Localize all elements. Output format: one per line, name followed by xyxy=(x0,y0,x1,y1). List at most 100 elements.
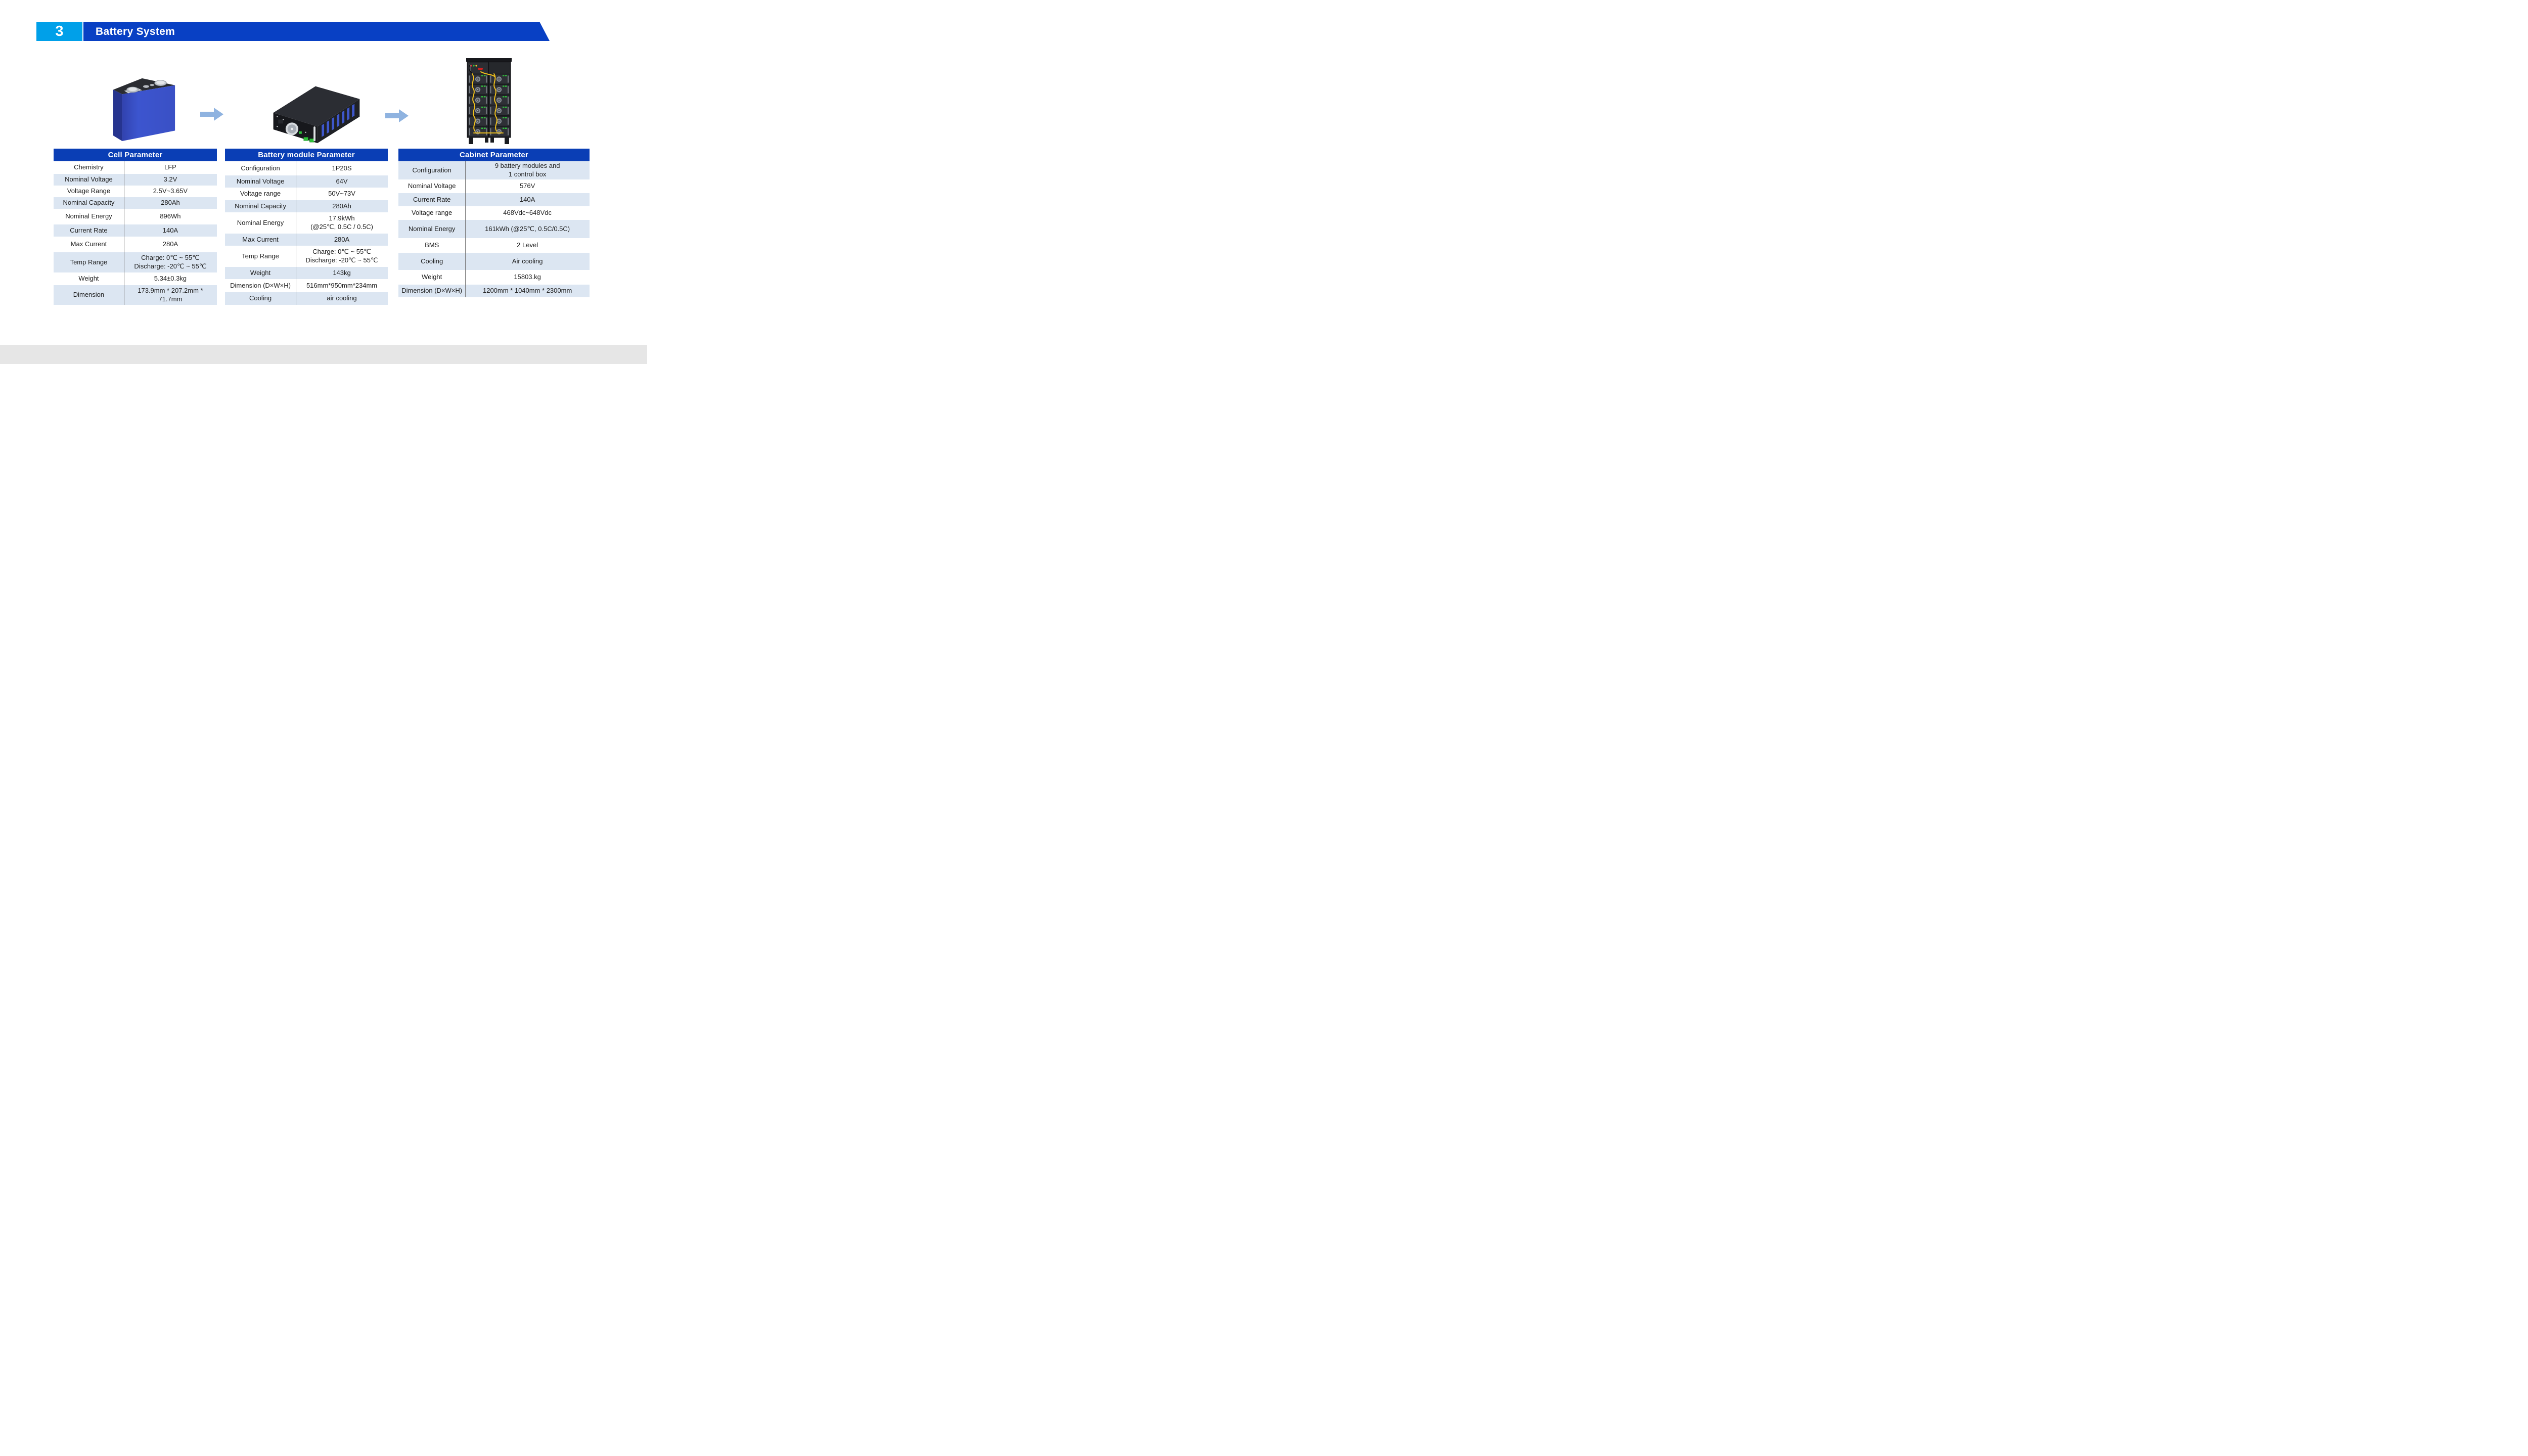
row-label: Nominal Voltage xyxy=(408,182,456,190)
table-row: BMS 2 Level xyxy=(398,238,590,253)
row-label: Voltage range xyxy=(240,190,281,198)
row-value: Charge: 0℃ ~ 55℃ Discharge: -20℃ ~ 55℃ xyxy=(305,248,378,264)
row-label: Nominal Capacity xyxy=(235,202,286,210)
table-title: Cell Parameter xyxy=(54,149,217,161)
row-label: Nominal Voltage xyxy=(65,175,113,184)
row-label: Nominal Energy xyxy=(237,218,284,226)
cell-parameter-table: Cell Parameter Chemistry LFP Nominal Vol… xyxy=(54,149,217,305)
row-value: 280A xyxy=(334,235,350,243)
table-row: Dimension (D×W×H) 516mm*950mm*234mm xyxy=(225,279,388,292)
section-number-badge: 3 xyxy=(36,22,82,41)
cabinet-parameter-table: Cabinet Parameter Configuration 9 batter… xyxy=(398,149,590,297)
row-label: Nominal Capacity xyxy=(63,199,115,207)
table-row: Weight 5.34±0.3kg xyxy=(54,272,217,285)
header-banner: Battery System xyxy=(83,22,550,41)
table-row: Cooling Air cooling xyxy=(398,253,590,270)
table-title: Battery module Parameter xyxy=(225,149,388,161)
row-value: 1P20S xyxy=(332,164,352,172)
row-value: 280A xyxy=(162,240,178,248)
footer-bar xyxy=(0,345,647,364)
row-value: 2 Level xyxy=(517,241,538,249)
table-row: Current Rate 140A xyxy=(398,193,590,206)
table-row: Cooling air cooling xyxy=(225,292,388,305)
table-body: Configuration 1P20S Nominal Voltage 64V … xyxy=(225,161,388,305)
battery-cabinet-image xyxy=(466,58,512,144)
flow-arrow-icon xyxy=(385,109,409,122)
row-label: Nominal Voltage xyxy=(236,177,285,185)
table-row: Nominal Voltage 64V xyxy=(225,175,388,188)
row-label: Weight xyxy=(422,273,442,281)
row-value: 2.5V~3.65V xyxy=(153,187,188,195)
table-row: Temp Range Charge: 0℃ ~ 55℃ Discharge: -… xyxy=(54,252,217,272)
row-label: Cooling xyxy=(249,294,272,302)
table-body: Chemistry LFP Nominal Voltage 3.2V Volta… xyxy=(54,161,217,305)
row-value: 143kg xyxy=(333,268,351,277)
row-label: Max Current xyxy=(70,240,107,248)
row-label: Temp Range xyxy=(70,258,108,266)
row-label: Configuration xyxy=(412,166,452,174)
table-row: Nominal Energy 896Wh xyxy=(54,209,217,224)
battery-cell-image xyxy=(113,78,175,142)
row-label: Configuration xyxy=(241,164,280,172)
table-row: Nominal Capacity 280Ah xyxy=(225,200,388,212)
row-value: 173.9mm * 207.2mm * 71.7mm xyxy=(138,286,203,303)
table-row: Chemistry LFP xyxy=(54,161,217,174)
table-row: Nominal Voltage 3.2V xyxy=(54,174,217,186)
row-value: 280Ah xyxy=(161,199,180,207)
row-value: 3.2V xyxy=(163,175,177,184)
row-label: Voltage range xyxy=(412,209,453,217)
flow-arrow-icon xyxy=(200,108,223,121)
table-row: Configuration 9 battery modules and 1 co… xyxy=(398,161,590,179)
row-value: 516mm*950mm*234mm xyxy=(306,281,378,289)
row-label: Temp Range xyxy=(242,252,279,260)
row-label: Chemistry xyxy=(74,163,104,171)
row-value: air cooling xyxy=(327,294,357,302)
table-row: Nominal Capacity 280Ah xyxy=(54,197,217,209)
row-label: Weight xyxy=(250,268,271,277)
row-value: 15803.kg xyxy=(514,273,541,281)
row-value: Charge: 0℃ ~ 55℃ Discharge: -20℃ ~ 55℃ xyxy=(134,254,207,270)
table-row: Nominal Voltage 576V xyxy=(398,179,590,193)
row-label: Dimension (D×W×H) xyxy=(230,281,291,289)
row-label: Weight xyxy=(78,275,99,283)
row-label: Current Rate xyxy=(413,195,451,203)
slide-page: 3 Battery System xyxy=(0,0,647,364)
row-value: 896Wh xyxy=(160,212,181,220)
table-row: Weight 143kg xyxy=(225,267,388,279)
table-row: Max Current 280A xyxy=(225,234,388,246)
row-value: 280Ah xyxy=(332,202,351,210)
battery-module-image xyxy=(273,86,360,144)
row-value: 576V xyxy=(519,182,535,190)
row-label: Nominal Energy xyxy=(408,224,456,233)
row-value: LFP xyxy=(164,163,176,171)
table-row: Dimension (D×W×H) 1200mm * 1040mm * 2300… xyxy=(398,285,590,297)
column-divider xyxy=(465,161,466,297)
table-row: Nominal Energy 17.9kWh (@25℃, 0.5C / 0.5… xyxy=(225,212,388,234)
table-row: Voltage Range 2.5V~3.65V xyxy=(54,186,217,197)
row-label: Dimension xyxy=(73,291,105,299)
row-label: Current Rate xyxy=(70,226,108,234)
row-value: 64V xyxy=(336,177,348,185)
table-row: Current Rate 140A xyxy=(54,224,217,237)
row-label: Max Current xyxy=(242,235,279,243)
battery-module-parameter-table: Battery module Parameter Configuration 1… xyxy=(225,149,388,305)
row-value: 468Vdc~648Vdc xyxy=(503,209,552,217)
row-value: Air cooling xyxy=(512,257,543,265)
row-value: 140A xyxy=(519,195,535,203)
table-row: Voltage range 468Vdc~648Vdc xyxy=(398,206,590,220)
table-row: Temp Range Charge: 0℃ ~ 55℃ Discharge: -… xyxy=(225,246,388,267)
row-value: 17.9kWh (@25℃, 0.5C / 0.5C) xyxy=(310,214,373,231)
row-label: Voltage Range xyxy=(67,187,111,195)
row-value: 50V~73V xyxy=(328,190,355,198)
table-row: Max Current 280A xyxy=(54,237,217,252)
row-value: 9 battery modules and 1 control box xyxy=(494,162,560,178)
table-row: Nominal Energy 161kWh (@25℃, 0.5C/0.5C) xyxy=(398,220,590,238)
table-row: Dimension 173.9mm * 207.2mm * 71.7mm xyxy=(54,285,217,305)
row-label: Nominal Energy xyxy=(65,212,112,220)
table-row: Voltage range 50V~73V xyxy=(225,188,388,200)
row-value: 5.34±0.3kg xyxy=(154,275,187,283)
table-body: Configuration 9 battery modules and 1 co… xyxy=(398,161,590,297)
row-label: Dimension (D×W×H) xyxy=(401,287,463,295)
row-label: BMS xyxy=(425,241,439,249)
table-title: Cabinet Parameter xyxy=(398,149,590,161)
